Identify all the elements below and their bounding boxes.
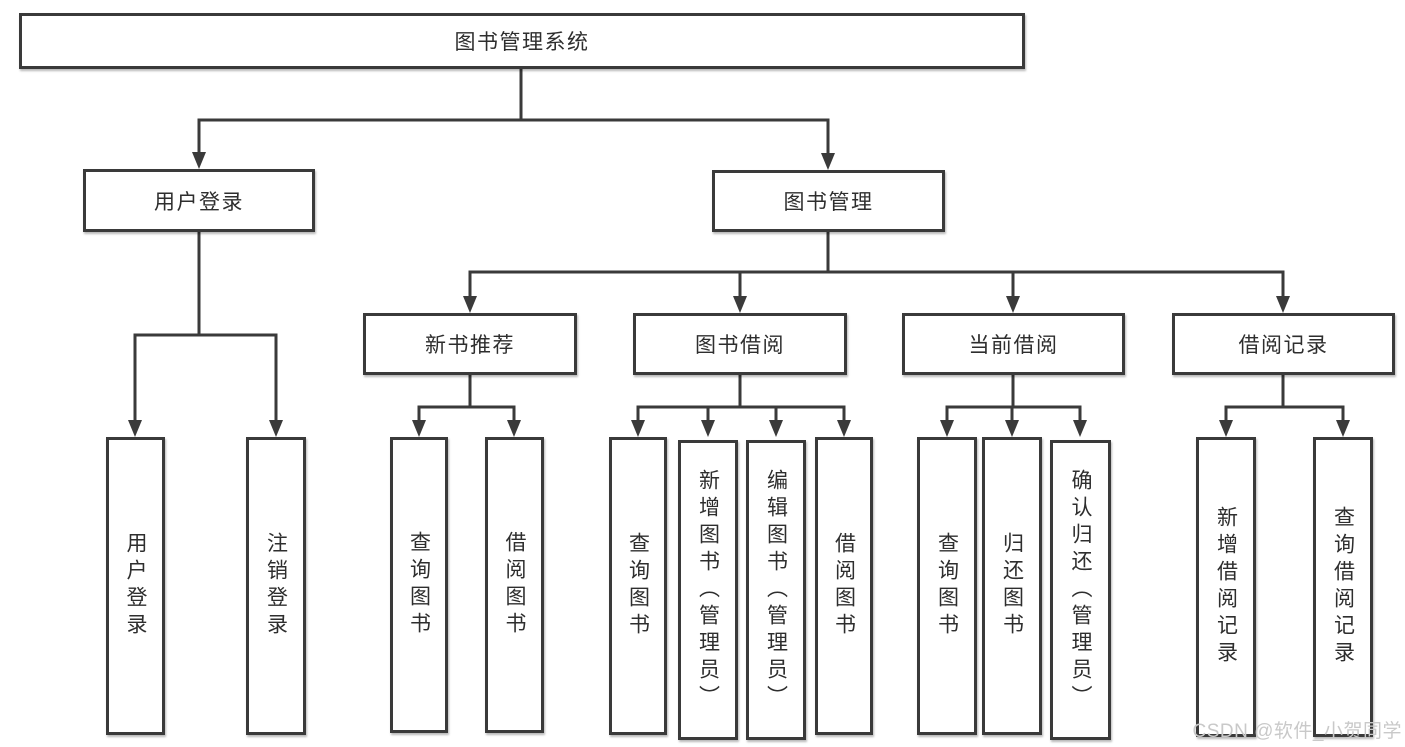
arrow-down-icon: [733, 296, 747, 313]
node-book-borrowing: 图书借阅: [633, 313, 847, 375]
arrow-down-icon: [1006, 296, 1020, 313]
node-borrowing-records: 借阅记录: [1172, 313, 1395, 375]
connector-borrow-record-branch: [1224, 373, 1345, 426]
leaf-logout: 注销登录: [246, 437, 306, 735]
arrow-down-icon: [631, 420, 645, 437]
connector-new-book-branch: [417, 373, 516, 426]
arrow-down-icon: [128, 420, 142, 437]
arrow-down-icon: [269, 420, 283, 437]
arrow-down-icon: [769, 420, 783, 437]
node-current-borrowing: 当前借阅: [902, 313, 1125, 375]
arrow-down-icon: [412, 420, 426, 437]
arrow-down-icon: [1073, 420, 1087, 437]
arrow-down-icon: [821, 153, 835, 170]
arrow-down-icon: [507, 420, 521, 437]
arrow-down-icon: [463, 296, 477, 313]
arrow-down-icon: [1005, 420, 1019, 437]
leaf-add-borrow-record: 新增借阅记录: [1196, 437, 1256, 737]
leaf-edit-book-admin: 编辑图书（管理员）: [746, 440, 806, 740]
leaf-user-login: 用户登录: [106, 437, 165, 735]
arrow-down-icon: [837, 420, 851, 437]
arrow-down-icon: [1336, 420, 1350, 437]
arrow-down-icon: [940, 420, 954, 437]
connector-root-to-level2: [197, 67, 830, 159]
leaf-query-borrow-record: 查询借阅记录: [1313, 437, 1373, 737]
leaf-confirm-return-admin: 确认归还（管理员）: [1050, 440, 1111, 740]
arrow-down-icon: [1219, 420, 1233, 437]
csdn-watermark: CSDN @软件_小贺同学: [1192, 721, 1402, 742]
connector-book-borrow-branch: [636, 373, 846, 426]
leaf-query-books: 查询图书: [390, 437, 448, 733]
arrow-down-icon: [1276, 296, 1290, 313]
connector-current-borrow-branch: [945, 373, 1082, 426]
node-new-book-recommendation: 新书推荐: [363, 313, 577, 375]
leaf-query-books: 查询图书: [917, 437, 977, 735]
node-user-login: 用户登录: [83, 169, 315, 232]
node-book-management: 图书管理: [712, 170, 945, 232]
leaf-borrow-books: 借阅图书: [485, 437, 544, 733]
leaf-query-books: 查询图书: [609, 437, 667, 735]
node-library-management-system: 图书管理系统: [19, 13, 1025, 69]
leaf-return-books: 归还图书: [982, 437, 1042, 735]
leaf-add-book-admin: 新增图书（管理员）: [678, 440, 738, 740]
leaf-borrow-books: 借阅图书: [815, 437, 873, 735]
arrow-down-icon: [192, 152, 206, 169]
arrow-down-icon: [701, 420, 715, 437]
connector-user-login-branch: [133, 230, 278, 426]
connector-book-management-branch: [468, 230, 1285, 302]
